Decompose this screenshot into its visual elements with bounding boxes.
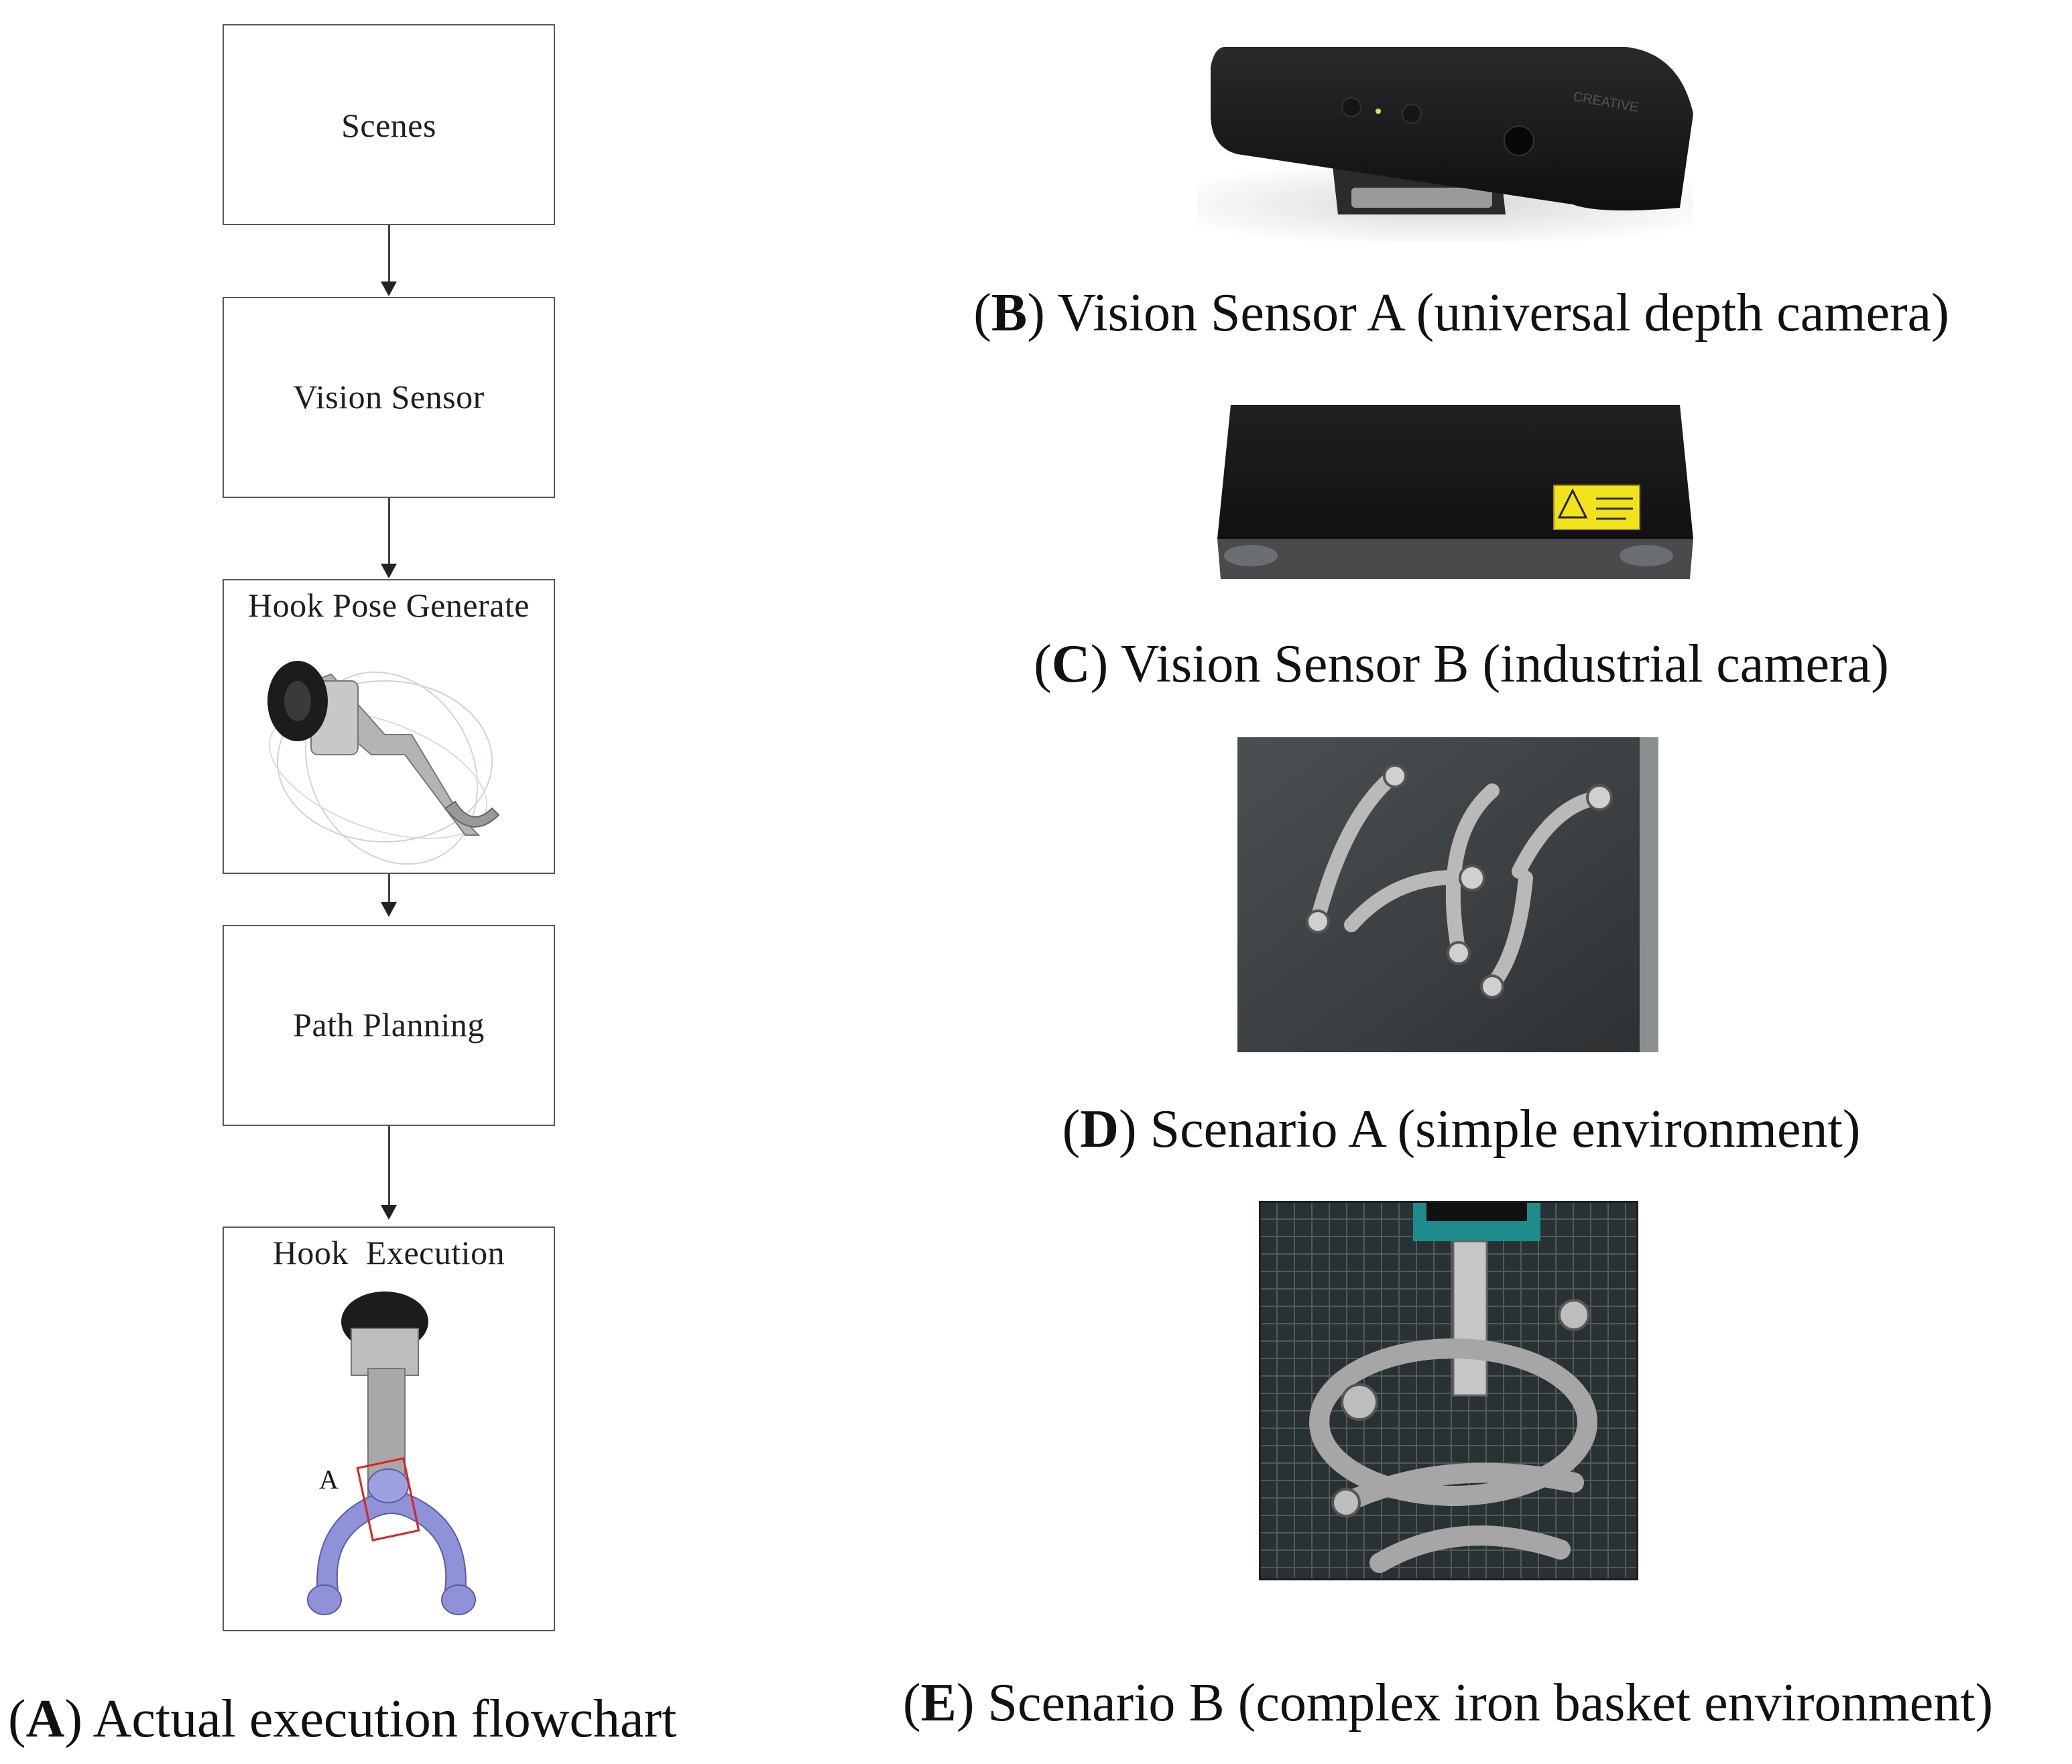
caption-d-close: ) (1119, 1100, 1137, 1159)
caption-c-close: ) (1090, 635, 1109, 694)
caption-e-open: ( (902, 1674, 921, 1732)
flow-arrow-2 (388, 498, 390, 565)
industrial-camera-image (1211, 405, 1700, 586)
caption-e-close: ) (956, 1674, 975, 1732)
flow-arrow-4 (388, 1126, 390, 1206)
flow-box-scenes: Scenes (223, 24, 555, 225)
flow-arrowhead-2 (381, 564, 397, 578)
caption-b: (B) Vision Sensor A (universal depth cam… (892, 283, 2031, 344)
caption-c: (C) Vision Sensor B (industrial camera) (892, 634, 2031, 695)
flow-arrow-1 (388, 225, 390, 283)
flow-box-path-planning: Path Planning (223, 925, 555, 1126)
caption-a: (A) Actual execution flowchart (8, 1689, 676, 1750)
caption-a-text: Actual execution flowchart (82, 1690, 677, 1749)
caption-b-text: Vision Sensor A (universal depth camera) (1044, 284, 1949, 342)
caption-c-text: Vision Sensor B (industrial camera) (1108, 635, 1889, 694)
flow-arrowhead-3 (381, 902, 397, 917)
caption-a-letter: A (25, 1690, 65, 1749)
caption-b-close: ) (1027, 284, 1045, 342)
caption-e-text: Scenario B (complex iron basket environm… (974, 1674, 1994, 1732)
flow-label-scenes: Scenes (341, 107, 436, 144)
caption-d-text: Scenario A (simple environment) (1136, 1100, 1861, 1159)
flow-box-vision-sensor: Vision Sensor (223, 297, 555, 498)
flow-arrowhead-1 (381, 281, 397, 296)
flow-box-hook-execution: Hook Execution A (223, 1226, 555, 1631)
caption-d: (D) Scenario A (simple environment) (892, 1099, 2031, 1160)
caption-b-open: ( (973, 284, 991, 342)
caption-e: (E) Scenario B (complex iron basket envi… (831, 1673, 2065, 1734)
flow-arrowhead-4 (381, 1205, 397, 1220)
scenario-b-photo (1259, 1201, 1638, 1580)
hook-pose-illustration (267, 661, 500, 865)
caption-c-letter: C (1051, 635, 1091, 694)
flow-label-path-planning: Path Planning (293, 1006, 485, 1044)
hook-execution-illustration (307, 1292, 476, 1615)
caption-d-open: ( (1062, 1100, 1081, 1159)
caption-e-letter: E (920, 1674, 957, 1732)
caption-a-open: ( (8, 1690, 26, 1749)
flow-label-hook-execution: Hook Execution (272, 1234, 505, 1271)
flow-arrow-3 (388, 874, 390, 903)
caption-a-close: ) (64, 1690, 83, 1749)
caption-d-letter: D (1080, 1100, 1119, 1159)
flow-box-hook-pose-generate: Hook Pose Generate (223, 579, 555, 874)
flow-label-vision-sensor: Vision Sensor (293, 378, 485, 416)
flow-label-hook-pose-generate: Hook Pose Generate (248, 586, 530, 624)
caption-c-open: ( (1034, 635, 1052, 694)
caption-b-letter: B (991, 284, 1028, 342)
depth-camera-image: CREATIVE (1197, 34, 1693, 241)
scenario-a-photo (1237, 737, 1658, 1052)
flow-marker-label: A (319, 1464, 339, 1495)
